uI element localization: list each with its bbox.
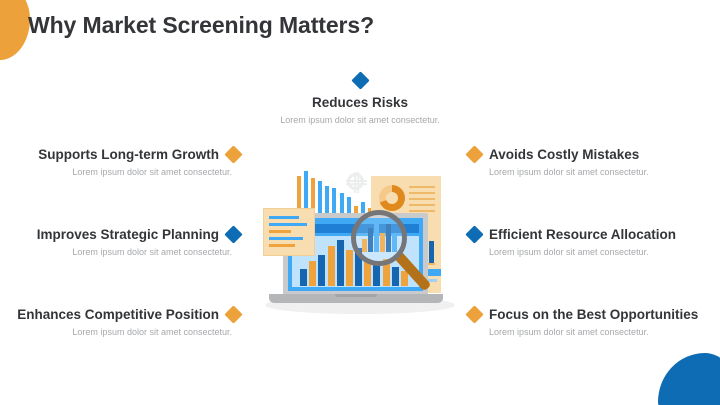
page-title: Why Market Screening Matters?: [28, 12, 375, 38]
feature-label: Focus on the Best Opportunities: [489, 307, 699, 322]
feature-label: Efficient Resource Allocation: [489, 227, 677, 242]
screen-bar-chart: [300, 240, 410, 286]
feature-description: Lorem ipsum dolor sit amet consectetur.: [489, 166, 649, 177]
feature-row: Avoids Costly Mistakes: [465, 145, 720, 164]
decorative-orange-blob: [0, 0, 30, 60]
orange-diamond-icon: [465, 305, 484, 324]
central-illustration: [257, 170, 465, 320]
decorative-blue-blob: [658, 353, 720, 405]
blue-diamond-icon: [465, 225, 484, 244]
feature-description: Lorem ipsum dolor sit amet consectetur.: [72, 166, 232, 177]
diamond-wrap-top: [200, 71, 520, 90]
feature-item-reduces-risks: Reduces Risks Lorem ipsum dolor sit amet…: [200, 71, 520, 126]
feature-row: Supports Long-term Growth: [0, 145, 260, 164]
feature-row: Focus on the Best Opportunities: [465, 305, 720, 324]
feature-item-avoids-costly-mistakes: Avoids Costly Mistakes Lorem ipsum dolor…: [465, 145, 720, 177]
feature-label: Supports Long-term Growth: [38, 147, 219, 162]
gear-icon: [346, 172, 367, 193]
feature-description: Lorem ipsum dolor sit amet consectetur.: [72, 326, 232, 337]
feature-item-enhances-competitive-position: Enhances Competitive Position Lorem ipsu…: [0, 305, 260, 337]
laptop-base: [269, 294, 443, 303]
side-card-bar-chart: [269, 216, 309, 251]
orange-diamond-icon: [224, 145, 243, 164]
magnifier-ring-icon: [351, 210, 407, 266]
feature-description: Lorem ipsum dolor sit amet consectetur.: [489, 326, 649, 337]
feature-description: Lorem ipsum dolor sit amet consectetur.: [489, 246, 649, 257]
orange-diamond-icon: [465, 145, 484, 164]
orange-diamond-icon: [224, 305, 243, 324]
donut-chart-hole: [386, 192, 398, 204]
feature-label: Improves Strategic Planning: [36, 227, 219, 242]
blue-diamond-icon: [350, 71, 370, 90]
blue-diamond-icon: [224, 225, 243, 244]
feature-label: Reduces Risks: [311, 95, 409, 110]
document-text-lines: [409, 186, 435, 216]
feature-row: Efficient Resource Allocation: [465, 225, 720, 244]
feature-item-focus-on-the-best-opportunities: Focus on the Best Opportunities Lorem ip…: [465, 305, 720, 337]
feature-description: Lorem ipsum dolor sit amet consectetur.: [72, 246, 232, 257]
feature-label: Enhances Competitive Position: [17, 307, 219, 322]
feature-row: Improves Strategic Planning: [0, 225, 260, 244]
feature-label: Avoids Costly Mistakes: [489, 147, 640, 162]
feature-description: Lorem ipsum dolor sit amet consectetur.: [280, 114, 440, 125]
feature-row: Enhances Competitive Position: [0, 305, 260, 324]
feature-item-supports-long-term-growth: Supports Long-term Growth Lorem ipsum do…: [0, 145, 260, 177]
laptop-trackpad-notch: [335, 294, 377, 297]
feature-item-efficient-resource-allocation: Efficient Resource Allocation Lorem ipsu…: [465, 225, 720, 257]
feature-item-improves-strategic-planning: Improves Strategic Planning Lorem ipsum …: [0, 225, 260, 257]
